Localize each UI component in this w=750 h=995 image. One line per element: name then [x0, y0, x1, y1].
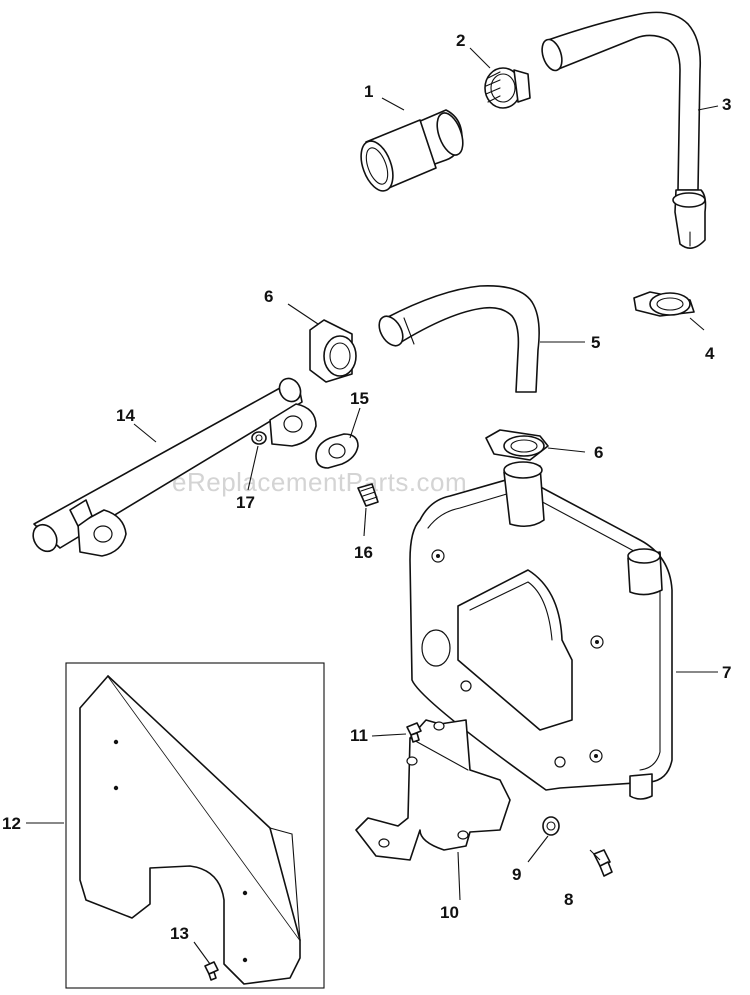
part-2-hose-clamp[interactable] [484, 67, 531, 109]
callout-7: 7 [722, 663, 731, 682]
part-7-muffler[interactable] [409, 461, 673, 800]
callout-1: 1 [364, 82, 373, 101]
part-16-stud[interactable] [357, 483, 379, 507]
callout-11: 11 [350, 726, 368, 745]
part-11-bolt[interactable] [406, 722, 422, 743]
callout-15: 15 [350, 389, 369, 408]
part-8-bolt[interactable] [593, 849, 613, 877]
callout-9: 9 [512, 865, 521, 884]
part-4-clamp[interactable] [633, 291, 695, 317]
callout-10: 10 [440, 903, 459, 922]
part-13-screw[interactable] [204, 961, 219, 981]
callout-13: 13 [170, 924, 189, 943]
callout-labels: 1 2 3 4 5 6 6 7 8 9 10 11 12 13 14 15 16… [2, 31, 731, 943]
part-3-tailpipe[interactable] [538, 11, 707, 249]
callout-6-lower: 6 [594, 443, 603, 462]
callout-5: 5 [591, 333, 600, 352]
callout-3: 3 [722, 95, 731, 114]
callout-6-upper: 6 [264, 287, 273, 306]
part-9-washer[interactable] [542, 816, 560, 836]
callout-16: 16 [354, 543, 373, 562]
part-15-gasket[interactable] [315, 433, 359, 469]
callout-14: 14 [116, 406, 135, 425]
callout-2: 2 [456, 31, 465, 50]
callout-17: 17 [236, 493, 255, 512]
callout-4: 4 [705, 344, 715, 363]
part-12-heat-shield[interactable] [65, 662, 325, 989]
part-6-lower-clamp[interactable] [485, 429, 549, 461]
callout-12: 12 [2, 814, 21, 833]
part-5-curved-pipe[interactable] [374, 285, 540, 393]
leader-lines [26, 47, 719, 965]
part-14-exhaust-manifold[interactable] [28, 375, 317, 557]
part-17-nut[interactable] [251, 431, 267, 445]
part-6-upper-clamp[interactable] [309, 319, 357, 383]
part-1-adapter-tube[interactable] [355, 109, 468, 196]
watermark: eReplacementParts.com [172, 467, 467, 497]
callout-8: 8 [564, 890, 573, 909]
